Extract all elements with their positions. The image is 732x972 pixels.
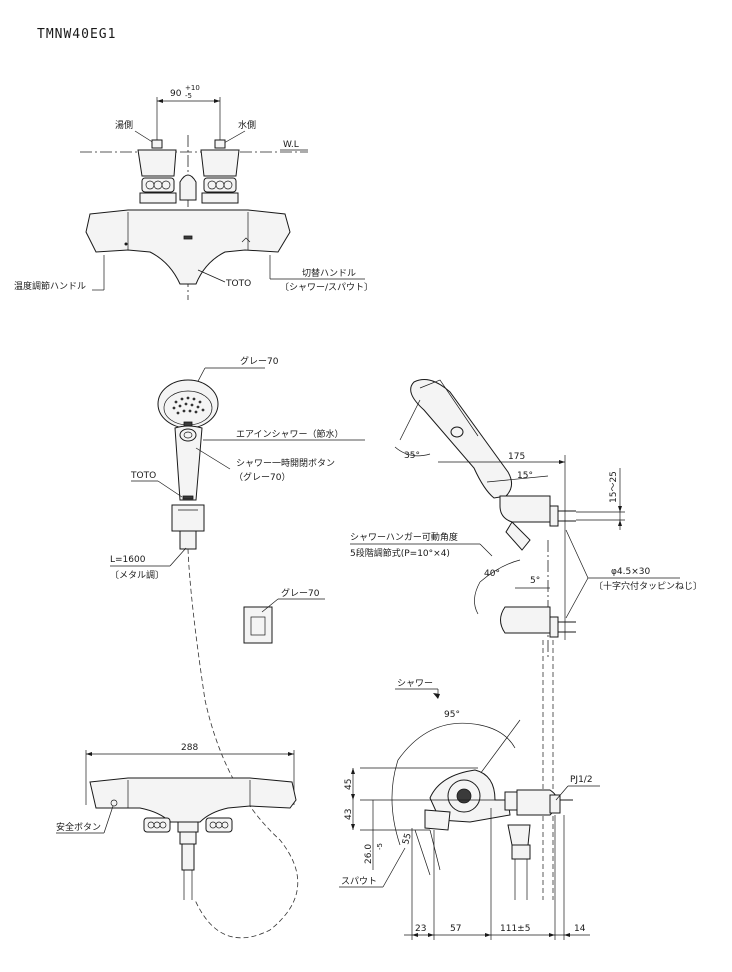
head-brand-label: TOTO (130, 471, 156, 481)
dim-23-label: 23 (415, 924, 426, 934)
screw-label: φ4.5×30 (611, 567, 651, 577)
air-in-label: エアインシャワー（節水） (236, 428, 344, 440)
dim-14-label: 14 (574, 924, 586, 934)
dim-57-label: 57 (450, 924, 461, 934)
shower-label: シャワー (397, 679, 433, 689)
hanger-angle-label: シャワーハンガー可動角度 (350, 531, 458, 543)
hot-side-label: 湯側 (115, 119, 133, 131)
switch-handle-label: 切替ハンドル (302, 267, 356, 279)
water-line-label: W.L (283, 140, 299, 150)
pj-label: PJ1/2 (570, 775, 593, 785)
dim-175-label: 175 (508, 452, 525, 462)
safety-button-label: 安全ボタン (56, 821, 101, 833)
pitch-tol-plus: +10 (185, 84, 200, 92)
dim-111-label: 111±5 (500, 924, 530, 934)
angle-15-label: 15° (517, 471, 533, 481)
bottom-front-view: 288 安全ボタン (56, 743, 297, 900)
angle-40-label: 40° (484, 569, 500, 579)
dim-55-label: 55 (401, 832, 414, 846)
pitch-tol-minus: -5 (185, 92, 192, 100)
pitch-dim: 90 (170, 89, 182, 99)
angle-35-label: 35° (404, 451, 420, 461)
angle-95-label: 95° (444, 710, 460, 720)
width-288-label: 288 (181, 743, 198, 753)
dim-26-label: 26.0 (364, 844, 374, 864)
front-brand-label: TOTO (225, 279, 251, 289)
hose-length-label: L=1600 (110, 555, 146, 565)
hose-type-label: 〔メタル調〕 (110, 569, 164, 581)
cold-side-label: 水側 (238, 119, 256, 131)
stop-button-color: （グレー70） (234, 471, 290, 483)
bottom-side-view: シャワー 95° PJ1/2 45 43 26.0 (339, 679, 600, 940)
dim-26-tol: -5 (376, 843, 384, 850)
angle-5-label: 5° (530, 576, 540, 586)
hanger-color-label: グレー70 (281, 587, 320, 599)
hanger-steps-label: 5段階調節式(P=10°×4) (350, 547, 450, 559)
screw-sub-label: 〔十字穴付タッピンねじ〕 (594, 580, 702, 592)
dim-45-label: 45 (344, 779, 354, 790)
front-view: 90 +10 -5 W.L 湯側 水側 TOTO (14, 84, 373, 300)
side-view: 35° 175 15° 15〜25 シャワーハンガー可動角度 5段階調節式(P=… (350, 379, 702, 900)
stop-button-label: シャワー一時開閉ボタン (236, 458, 335, 469)
switch-handle-sub: 〔シャワー/スパウト〕 (280, 282, 373, 293)
model-number: TMNW40EG1 (37, 27, 116, 42)
shower-head-view: グレー70 エアインシャワー（節水） シャワー一時開閉ボタン （グレー70） T… (110, 355, 365, 939)
dim-15-25-label: 15〜25 (609, 471, 619, 503)
temp-handle-label: 温度調節ハンドル (14, 280, 86, 292)
spout-label: スパウト (341, 876, 377, 887)
head-color-label: グレー70 (240, 355, 279, 367)
dim-43-label: 43 (344, 809, 354, 820)
